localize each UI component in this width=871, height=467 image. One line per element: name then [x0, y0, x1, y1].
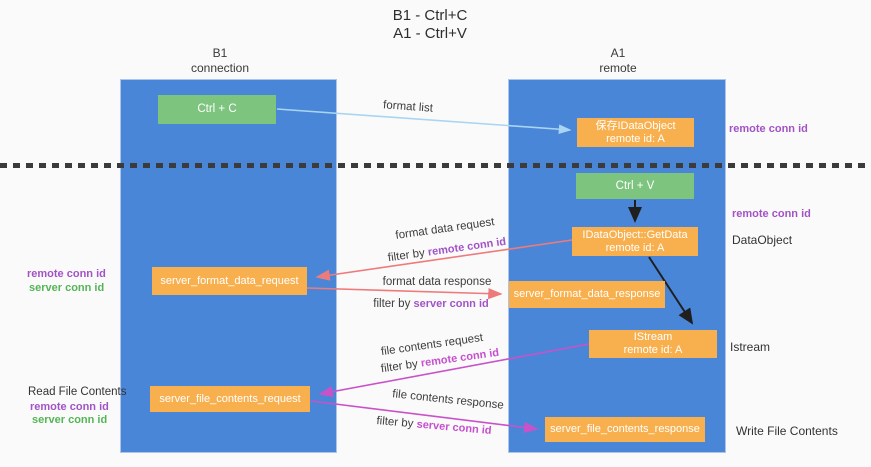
- filter-key-server-conn-id: server conn id: [413, 298, 489, 310]
- format-data-request-label: format data request: [394, 216, 496, 242]
- ctrl-v-box: Ctrl + V: [576, 173, 694, 199]
- server-format-data-request-label: server_format_data_request: [160, 274, 299, 287]
- read-file-contents-annotation: Read File Contents: [28, 386, 127, 398]
- idataobject-getdata-box: IDataObject::GetData remote id: A: [572, 227, 698, 256]
- filter-prefix: filter by: [387, 247, 426, 265]
- left-file-remote-conn-id: remote conn id: [30, 401, 109, 413]
- lifeline-header-b1: B1 connection: [191, 46, 249, 76]
- dashed-separator: [0, 163, 871, 168]
- save-dataobject-box: 保存IDataObject remote id: A: [577, 118, 694, 147]
- lifeline-header-a1: A1 remote: [599, 46, 636, 76]
- server-format-data-response-label: server_format_data_response: [513, 288, 661, 300]
- write-file-contents-annotation: Write File Contents: [736, 424, 838, 438]
- left-format-server-conn-id: server conn id: [29, 282, 105, 294]
- format-data-response-label: format data response: [382, 276, 492, 288]
- lifeline-b1-name: B1: [212, 46, 228, 60]
- istream-line2: remote id: A: [623, 344, 683, 356]
- idataobject-getdata-line1: IDataObject::GetData: [582, 228, 688, 241]
- filter-key-remote-conn-id: remote conn id: [427, 235, 507, 259]
- file-contents-response-filter: filter by server conn id: [376, 415, 492, 437]
- istream-box: IStream remote id: A: [589, 330, 717, 358]
- remote-conn-id-annotation-top: remote conn id: [729, 123, 808, 135]
- save-dataobject-line2: remote id: A: [606, 132, 665, 145]
- lifeline-b1-role: connection: [190, 61, 250, 75]
- ctrl-c-label: Ctrl + C: [197, 103, 237, 115]
- filter-prefix: filter by: [380, 358, 419, 376]
- file-contents-response-label: file contents response: [391, 388, 505, 412]
- diagram-title: B1 - Ctrl+C A1 - Ctrl+V: [393, 7, 468, 43]
- filter-prefix: filter by: [375, 414, 414, 431]
- title-line-2: A1 - Ctrl+V: [393, 25, 467, 42]
- ctrl-v-label: Ctrl + V: [615, 179, 655, 192]
- filter-key-server-conn-id: server conn id: [416, 418, 493, 438]
- ctrl-c-box: Ctrl + C: [158, 95, 276, 124]
- dataobject-annotation: DataObject: [732, 233, 793, 247]
- istream-annotation: Istream: [730, 340, 771, 354]
- lifeline-a1-role: remote: [599, 61, 637, 75]
- left-file-server-conn-id: server conn id: [32, 414, 108, 426]
- format-list-label: format list: [382, 99, 434, 115]
- filter-prefix: filter by: [373, 298, 411, 310]
- server-file-contents-request-box: server_file_contents_request: [150, 386, 310, 412]
- idataobject-getdata-line2: remote id: A: [605, 241, 665, 254]
- server-format-data-request-box: server_format_data_request: [152, 267, 307, 295]
- left-format-remote-conn-id: remote conn id: [27, 268, 106, 280]
- title-line-1: B1 - Ctrl+C: [392, 7, 468, 24]
- istream-line1: IStream: [633, 331, 673, 343]
- format-data-response-filter: filter by server conn id: [373, 298, 488, 310]
- save-dataobject-line1: 保存IDataObject: [595, 119, 676, 132]
- lifeline-a1-name: A1: [610, 46, 626, 60]
- server-format-data-response-box: server_format_data_response: [509, 281, 665, 308]
- server-file-contents-response-box: server_file_contents_response: [545, 417, 705, 442]
- server-file-contents-request-label: server_file_contents_request: [159, 392, 301, 405]
- server-file-contents-response-label: server_file_contents_response: [550, 423, 700, 435]
- remote-conn-id-annotation-mid: remote conn id: [732, 208, 811, 220]
